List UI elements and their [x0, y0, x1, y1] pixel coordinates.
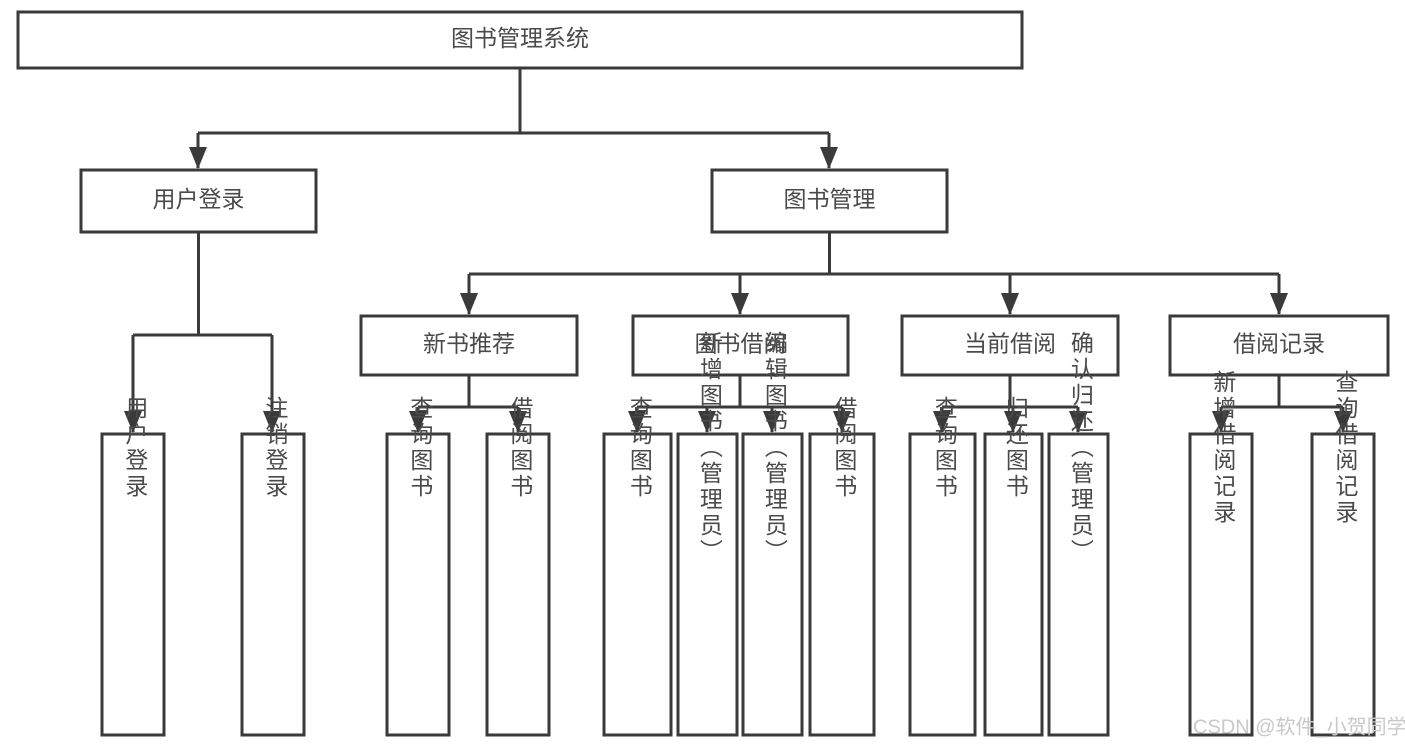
node-box-leaf-user-login[interactable] [100, 432, 166, 737]
node-leaf-query-borrow-record[interactable]: 查询借阅记录 [1310, 370, 1376, 737]
node-label-leaf-add-borrow-record: 新增借阅记录 [1210, 370, 1237, 526]
node-leaf-borrow-book-recommend[interactable]: 借阅图书 [485, 396, 551, 737]
arrow-head-icon [698, 411, 716, 433]
arrow-head-icon [833, 411, 851, 433]
node-label-book-management: 图书管理 [784, 186, 876, 212]
arrow-head-icon [820, 147, 838, 169]
node-leaf-query-book-recommend[interactable]: 查询图书 [385, 396, 451, 737]
node-label-leaf-borrow-book-recommend: 借阅图书 [507, 396, 534, 500]
node-box-leaf-query-book-recommend[interactable] [385, 432, 451, 737]
node-box-leaf-query-book-current[interactable] [908, 432, 977, 737]
node-box-leaf-query-book-borrow[interactable] [602, 432, 673, 737]
node-box-book-management[interactable] [710, 168, 949, 234]
node-box-leaf-logout-login[interactable] [240, 432, 306, 737]
node-new-book-recommend[interactable]: 新书推荐 [359, 314, 579, 377]
arrow-head-icon [263, 411, 281, 433]
node-label-borrow-record: 借阅记录 [1233, 331, 1325, 357]
node-leaf-add-borrow-record[interactable]: 新增借阅记录 [1188, 370, 1254, 737]
arrow-head-icon [1069, 411, 1087, 433]
node-box-leaf-add-borrow-record[interactable] [1188, 432, 1254, 737]
node-box-current-borrow[interactable] [900, 314, 1120, 377]
node-label-book-borrow: 图书借阅 [695, 331, 787, 357]
node-label-leaf-logout-login: 注销登录 [262, 396, 289, 500]
node-box-leaf-query-borrow-record[interactable] [1310, 432, 1376, 737]
arrow-head-icon [1001, 293, 1019, 315]
node-leaf-confirm-return-admin[interactable]: 确认归还（管理员） [1047, 331, 1110, 737]
arrow-head-icon [763, 411, 781, 433]
arrow-head-icon [731, 293, 749, 315]
watermark-layer: CSDN @软件_小贺同学 [1193, 715, 1405, 738]
node-label-leaf-query-borrow-record: 查询借阅记录 [1332, 370, 1359, 526]
node-borrow-record[interactable]: 借阅记录 [1168, 314, 1390, 377]
arrow-head-icon [1334, 411, 1352, 433]
node-box-leaf-add-book-admin[interactable] [676, 432, 739, 737]
node-box-leaf-return-book[interactable] [983, 432, 1044, 737]
node-label-leaf-query-book-recommend: 查询图书 [407, 396, 434, 500]
arrow-head-icon [933, 411, 951, 433]
arrow-head-icon [509, 411, 527, 433]
node-leaf-query-book-borrow[interactable]: 查询图书 [602, 396, 673, 737]
node-leaf-borrow-book[interactable]: 借阅图书 [808, 396, 876, 737]
node-current-borrow[interactable]: 当前借阅 [900, 314, 1120, 377]
csdn-watermark: CSDN @软件_小贺同学 [1193, 715, 1405, 738]
arrow-head-icon [189, 147, 207, 169]
node-box-new-book-recommend[interactable] [359, 314, 579, 377]
node-label-leaf-return-book: 归还图书 [1002, 396, 1029, 500]
node-book-management[interactable]: 图书管理 [710, 168, 949, 234]
node-leaf-return-book[interactable]: 归还图书 [983, 396, 1044, 737]
node-label-leaf-edit-book-admin: 编辑图书（管理员） [761, 331, 788, 565]
node-box-borrow-record[interactable] [1168, 314, 1390, 377]
arrow-head-icon [1212, 411, 1230, 433]
node-label-leaf-user-login: 用户登录 [122, 396, 149, 500]
node-leaf-query-book-current[interactable]: 查询图书 [908, 396, 977, 737]
node-label-leaf-add-book-admin: 新增图书（管理员） [696, 331, 723, 565]
arrow-head-icon [409, 411, 427, 433]
node-box-leaf-edit-book-admin[interactable] [741, 432, 804, 737]
arrow-head-icon [1004, 411, 1022, 433]
node-box-user-login[interactable] [79, 168, 318, 234]
node-leaf-add-book-admin[interactable]: 新增图书（管理员） [676, 331, 739, 737]
node-box-leaf-borrow-book[interactable] [808, 432, 876, 737]
node-leaf-logout-login[interactable]: 注销登录 [240, 396, 306, 737]
node-label-leaf-query-book-current: 查询图书 [931, 396, 958, 500]
node-box-root[interactable] [16, 10, 1024, 70]
node-label-user-login: 用户登录 [153, 186, 245, 212]
node-label-leaf-confirm-return-admin: 确认归还（管理员） [1067, 331, 1094, 565]
arrow-head-icon [628, 411, 646, 433]
arrow-head-icon [460, 293, 478, 315]
arrow-head-icon [124, 411, 142, 433]
node-layer: 图书管理系统用户登录图书管理新书推荐图书借阅当前借阅借阅记录用户登录注销登录查询… [16, 10, 1390, 737]
node-label-leaf-borrow-book: 借阅图书 [831, 396, 858, 500]
connector-layer [124, 68, 1352, 433]
node-label-new-book-recommend: 新书推荐 [423, 331, 515, 357]
arrow-head-icon [1270, 293, 1288, 315]
node-box-leaf-borrow-book-recommend[interactable] [485, 432, 551, 737]
node-box-leaf-confirm-return-admin[interactable] [1047, 432, 1110, 737]
node-leaf-user-login[interactable]: 用户登录 [100, 396, 166, 737]
node-label-current-borrow: 当前借阅 [964, 331, 1056, 357]
node-label-leaf-query-book-borrow: 查询图书 [626, 396, 653, 500]
node-leaf-edit-book-admin[interactable]: 编辑图书（管理员） [741, 331, 804, 737]
node-user-login[interactable]: 用户登录 [79, 168, 318, 234]
node-book-borrow[interactable]: 图书借阅 [631, 314, 850, 377]
node-box-book-borrow[interactable] [631, 314, 850, 377]
node-root[interactable]: 图书管理系统 [16, 10, 1024, 70]
node-label-root: 图书管理系统 [451, 25, 589, 51]
